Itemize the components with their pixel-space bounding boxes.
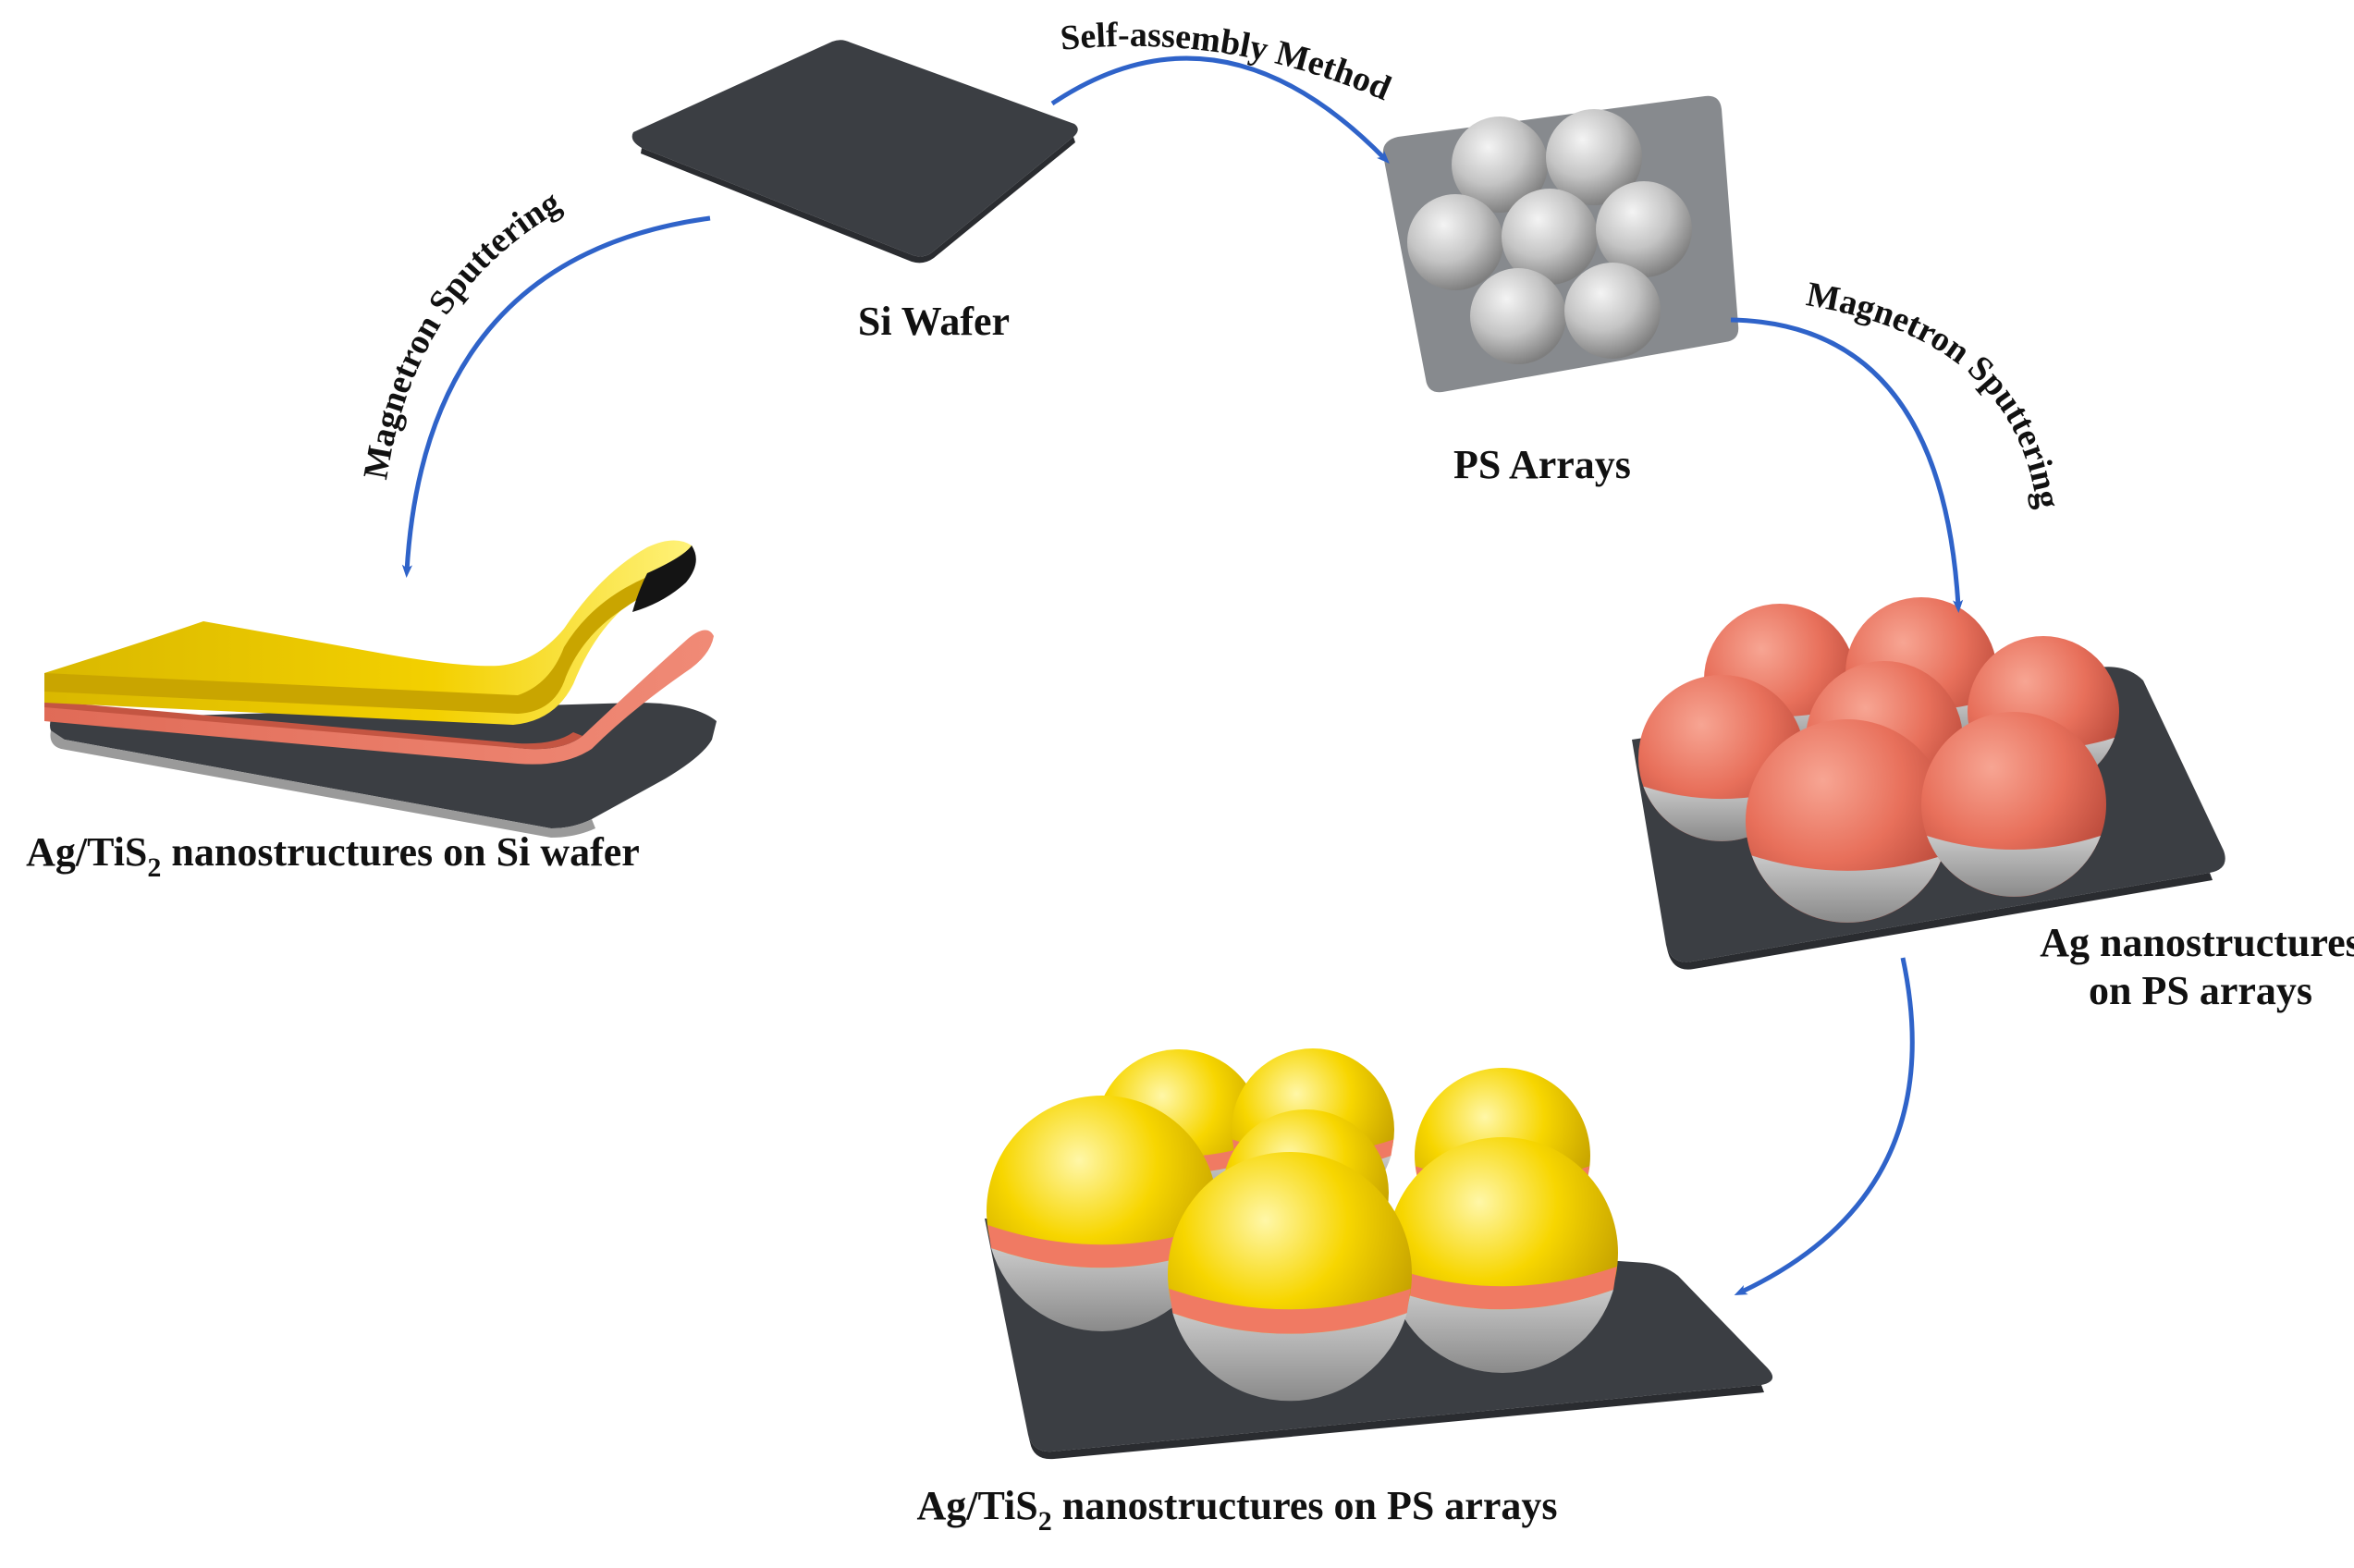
magnetron-left-arrow xyxy=(401,215,711,578)
agtis2-on-si-graphic xyxy=(44,540,717,838)
self-assembly-arrow xyxy=(1050,55,1390,165)
agtis2-on-si-label: Ag/TiS2 nanostructures on Si wafer xyxy=(26,829,640,883)
bottom-sputtering-arrow xyxy=(1734,957,1915,1295)
agtis2-on-ps-graphic xyxy=(985,1048,1773,1460)
agtis2-on-si-label-post: nanostructures on Si wafer xyxy=(161,829,639,875)
si-wafer-graphic xyxy=(631,40,1078,263)
self-assembly-label: Self-assembly Method xyxy=(1059,16,1396,108)
agtis2-on-si-label-pre: Ag/TiS xyxy=(26,829,147,875)
ps-arrays-label: PS Arrays xyxy=(1453,442,1631,487)
si-wafer-label: Si Wafer xyxy=(858,299,1010,344)
ps-arrays-graphic xyxy=(1382,95,1739,393)
agtis2-on-ps-label-post: nanostructures on PS arrays xyxy=(1052,1483,1558,1528)
agtis2-on-ps-label: Ag/TiS2 nanostructures on PS arrays xyxy=(916,1483,1557,1537)
ag-on-ps-label-line2: on PS arrays xyxy=(2089,968,2312,1013)
agtis2-on-ps-label-sub: 2 xyxy=(1038,1506,1052,1537)
magnetron-left-label: Magnetron Sputtering xyxy=(356,183,567,483)
agtis2-on-si-label-sub: 2 xyxy=(147,852,161,883)
ag-on-ps-label-line1: Ag nanostructures xyxy=(2040,920,2354,965)
ag-on-ps-graphic xyxy=(1632,597,2225,970)
svg-text:Ag/TiS2 nanostructures on Si w: Ag/TiS2 nanostructures on Si wafer xyxy=(26,829,640,883)
agtis2-on-ps-label-pre: Ag/TiS xyxy=(916,1483,1037,1528)
svg-text:Ag/TiS2 nanostructures on PS a: Ag/TiS2 nanostructures on PS arrays xyxy=(916,1483,1557,1537)
magnetron-right-arrow xyxy=(1730,317,1964,613)
